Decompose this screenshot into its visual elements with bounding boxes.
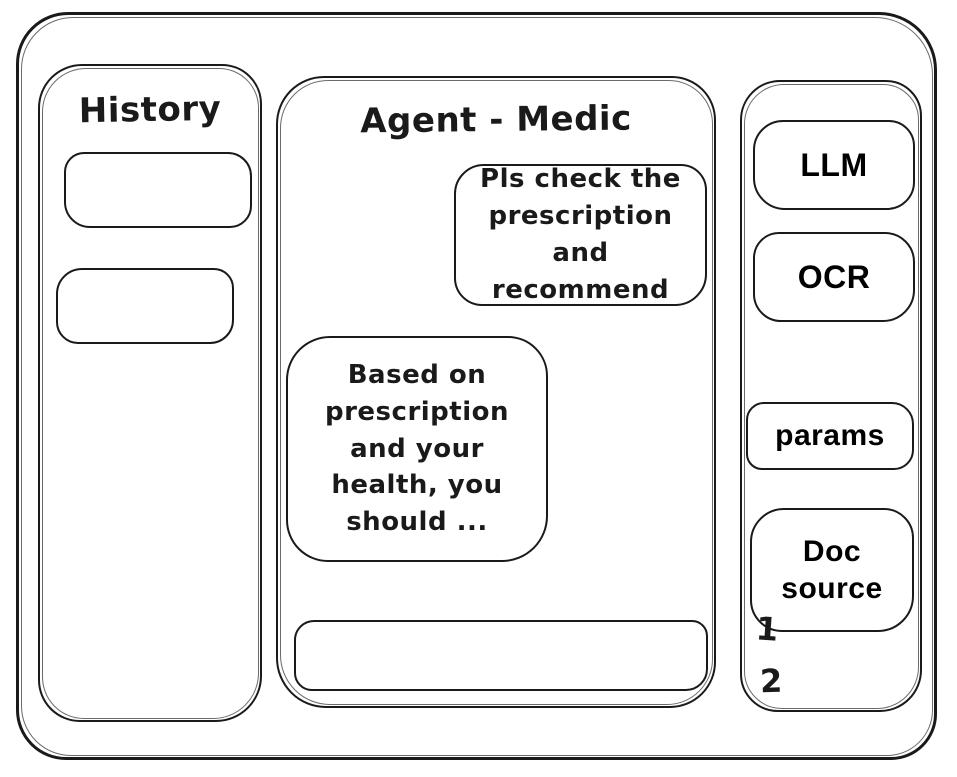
assistant-message-text: Based on prescription and your health, y… — [324, 359, 509, 538]
history-item[interactable] — [56, 268, 234, 344]
history-item[interactable] — [64, 152, 252, 228]
params-button-label: params — [775, 419, 885, 452]
llm-button-label: LLM — [800, 146, 868, 183]
chat-input[interactable] — [294, 620, 708, 691]
history-sidebar: History — [38, 64, 262, 722]
doc-source-button-label: Doc source — [781, 534, 883, 606]
chat-title: Agent - Medic — [360, 98, 632, 142]
llm-button[interactable]: LLM — [753, 120, 915, 210]
ocr-button[interactable]: OCR — [753, 232, 915, 322]
doc-source-button[interactable]: Doc source — [750, 508, 914, 632]
user-message-bubble: Pls check the prescription and recommend — [454, 164, 707, 306]
params-button[interactable]: params — [746, 402, 914, 470]
assistant-message-bubble: Based on prescription and your health, y… — [286, 336, 548, 562]
ocr-button-label: OCR — [797, 258, 871, 295]
tools-panel: LLM OCR params Doc source 1 2 — [740, 80, 922, 712]
doc-source-item-2[interactable]: 2 — [759, 661, 783, 701]
doc-source-item-1[interactable]: 1 — [754, 609, 780, 649]
sidebar-title: History — [78, 88, 222, 132]
user-message-text: Pls check the prescription and recommend — [480, 164, 681, 305]
chat-panel: Agent - Medic Pls check the prescription… — [276, 76, 716, 708]
